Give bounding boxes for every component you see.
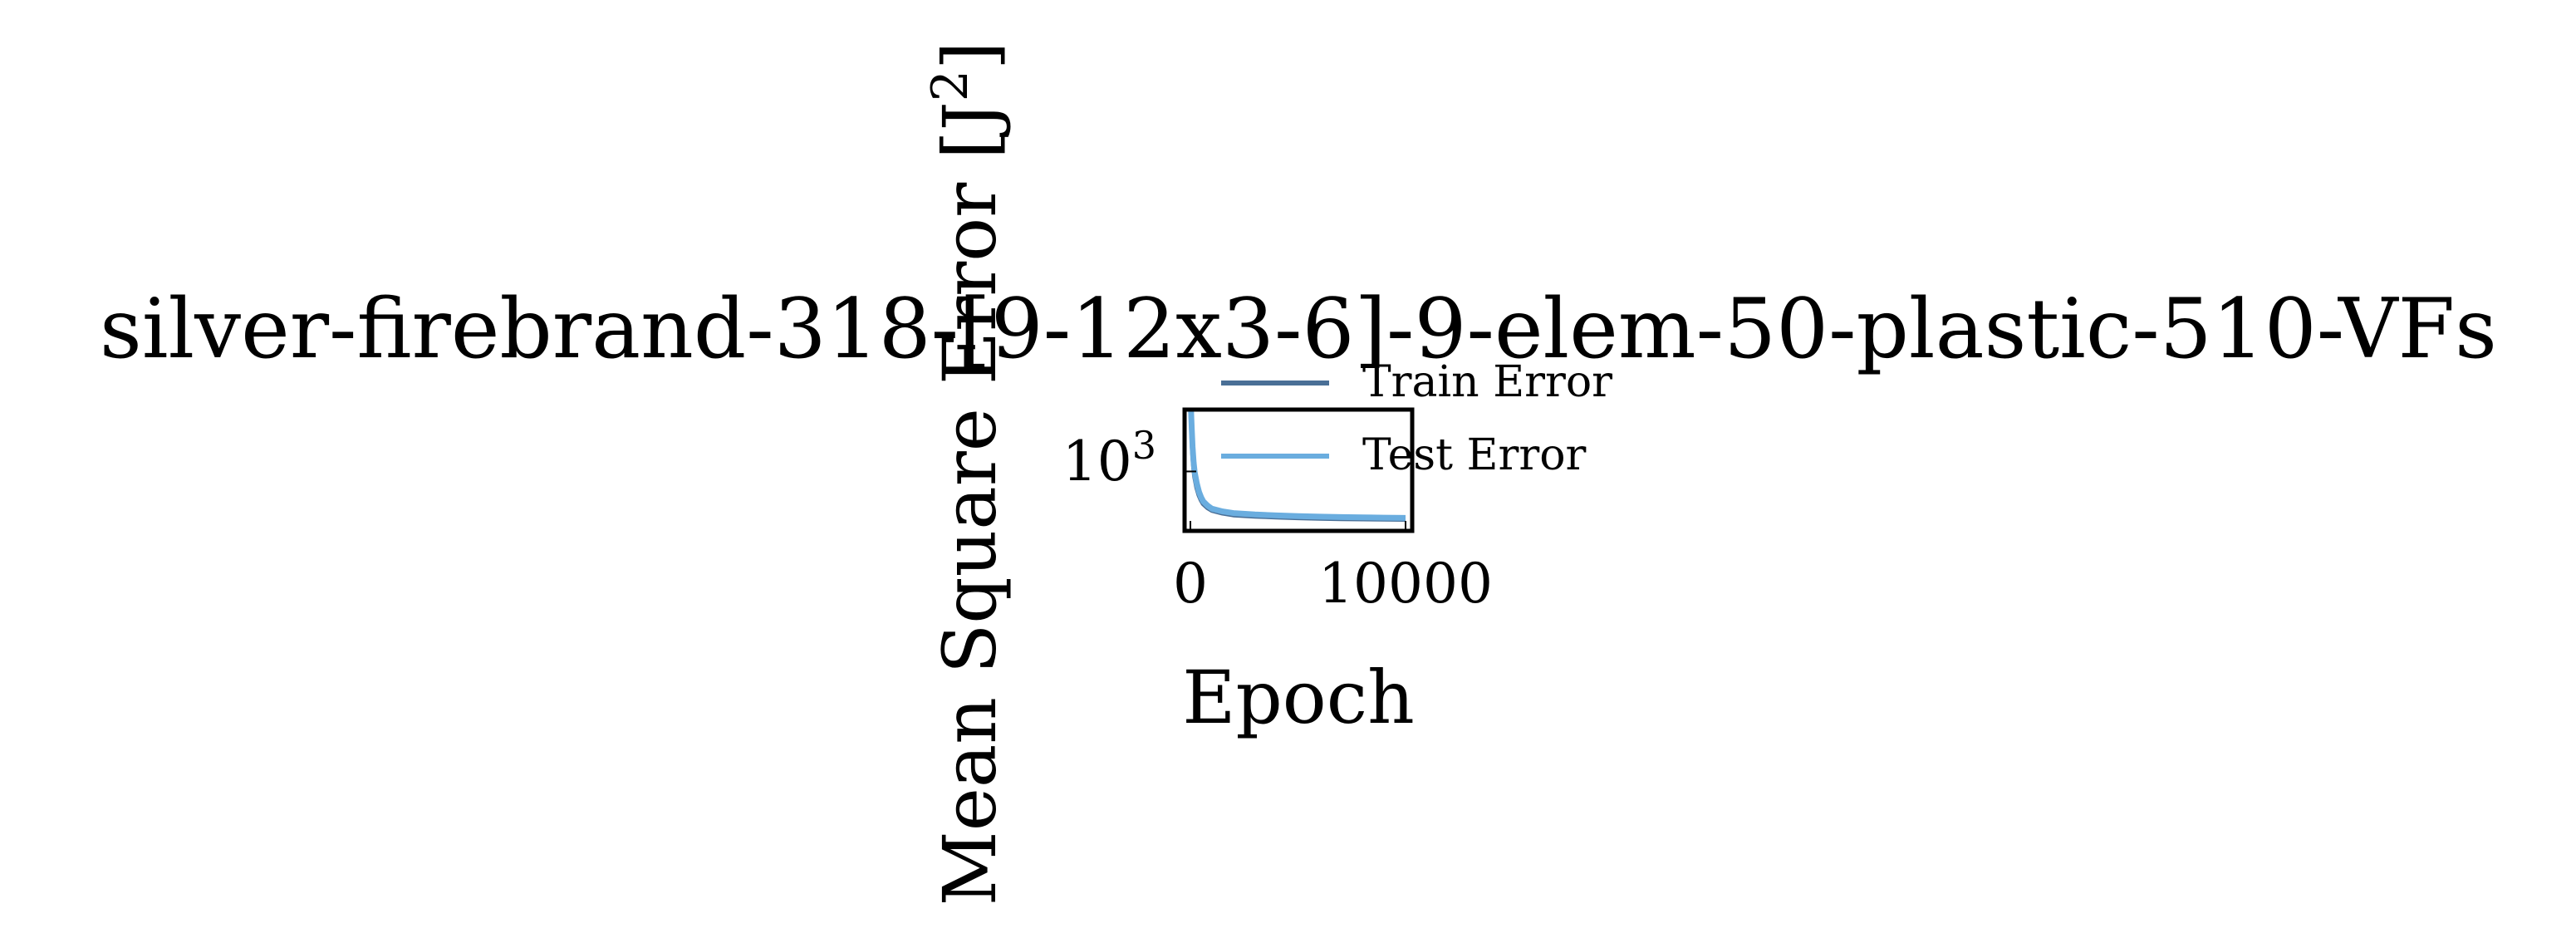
legend-label-train-error: Train Error <box>1362 357 1612 407</box>
chart-title: silver-firebrand-318-[9-12x3-6]-9-elem-5… <box>100 282 2497 377</box>
y-tick-exponent: 3 <box>1132 423 1156 468</box>
x-tick-label-0: 0 <box>1173 552 1208 616</box>
legend: Train Error Test Error <box>1221 357 1612 480</box>
tick-layer <box>1185 470 1406 531</box>
series-layer <box>1188 410 1406 522</box>
legend-label-test-error: Test Error <box>1362 430 1587 480</box>
y-axis-label-suffix: ] <box>927 42 1013 70</box>
x-tick-label-10000: 10000 <box>1318 552 1493 616</box>
y-axis-label-superscript: 2 <box>921 70 979 101</box>
plot-frame <box>1182 407 1415 533</box>
series-line-test-error <box>1188 410 1406 521</box>
y-axis-label: Mean Square Error [J2] <box>921 42 1013 906</box>
y-axis-label-main: Mean Square Error [J <box>927 101 1013 906</box>
y-tick-base: 10 <box>1062 430 1132 494</box>
y-tick-label-1000: 103 <box>1062 423 1156 494</box>
x-axis-label: Epoch <box>1182 655 1415 740</box>
